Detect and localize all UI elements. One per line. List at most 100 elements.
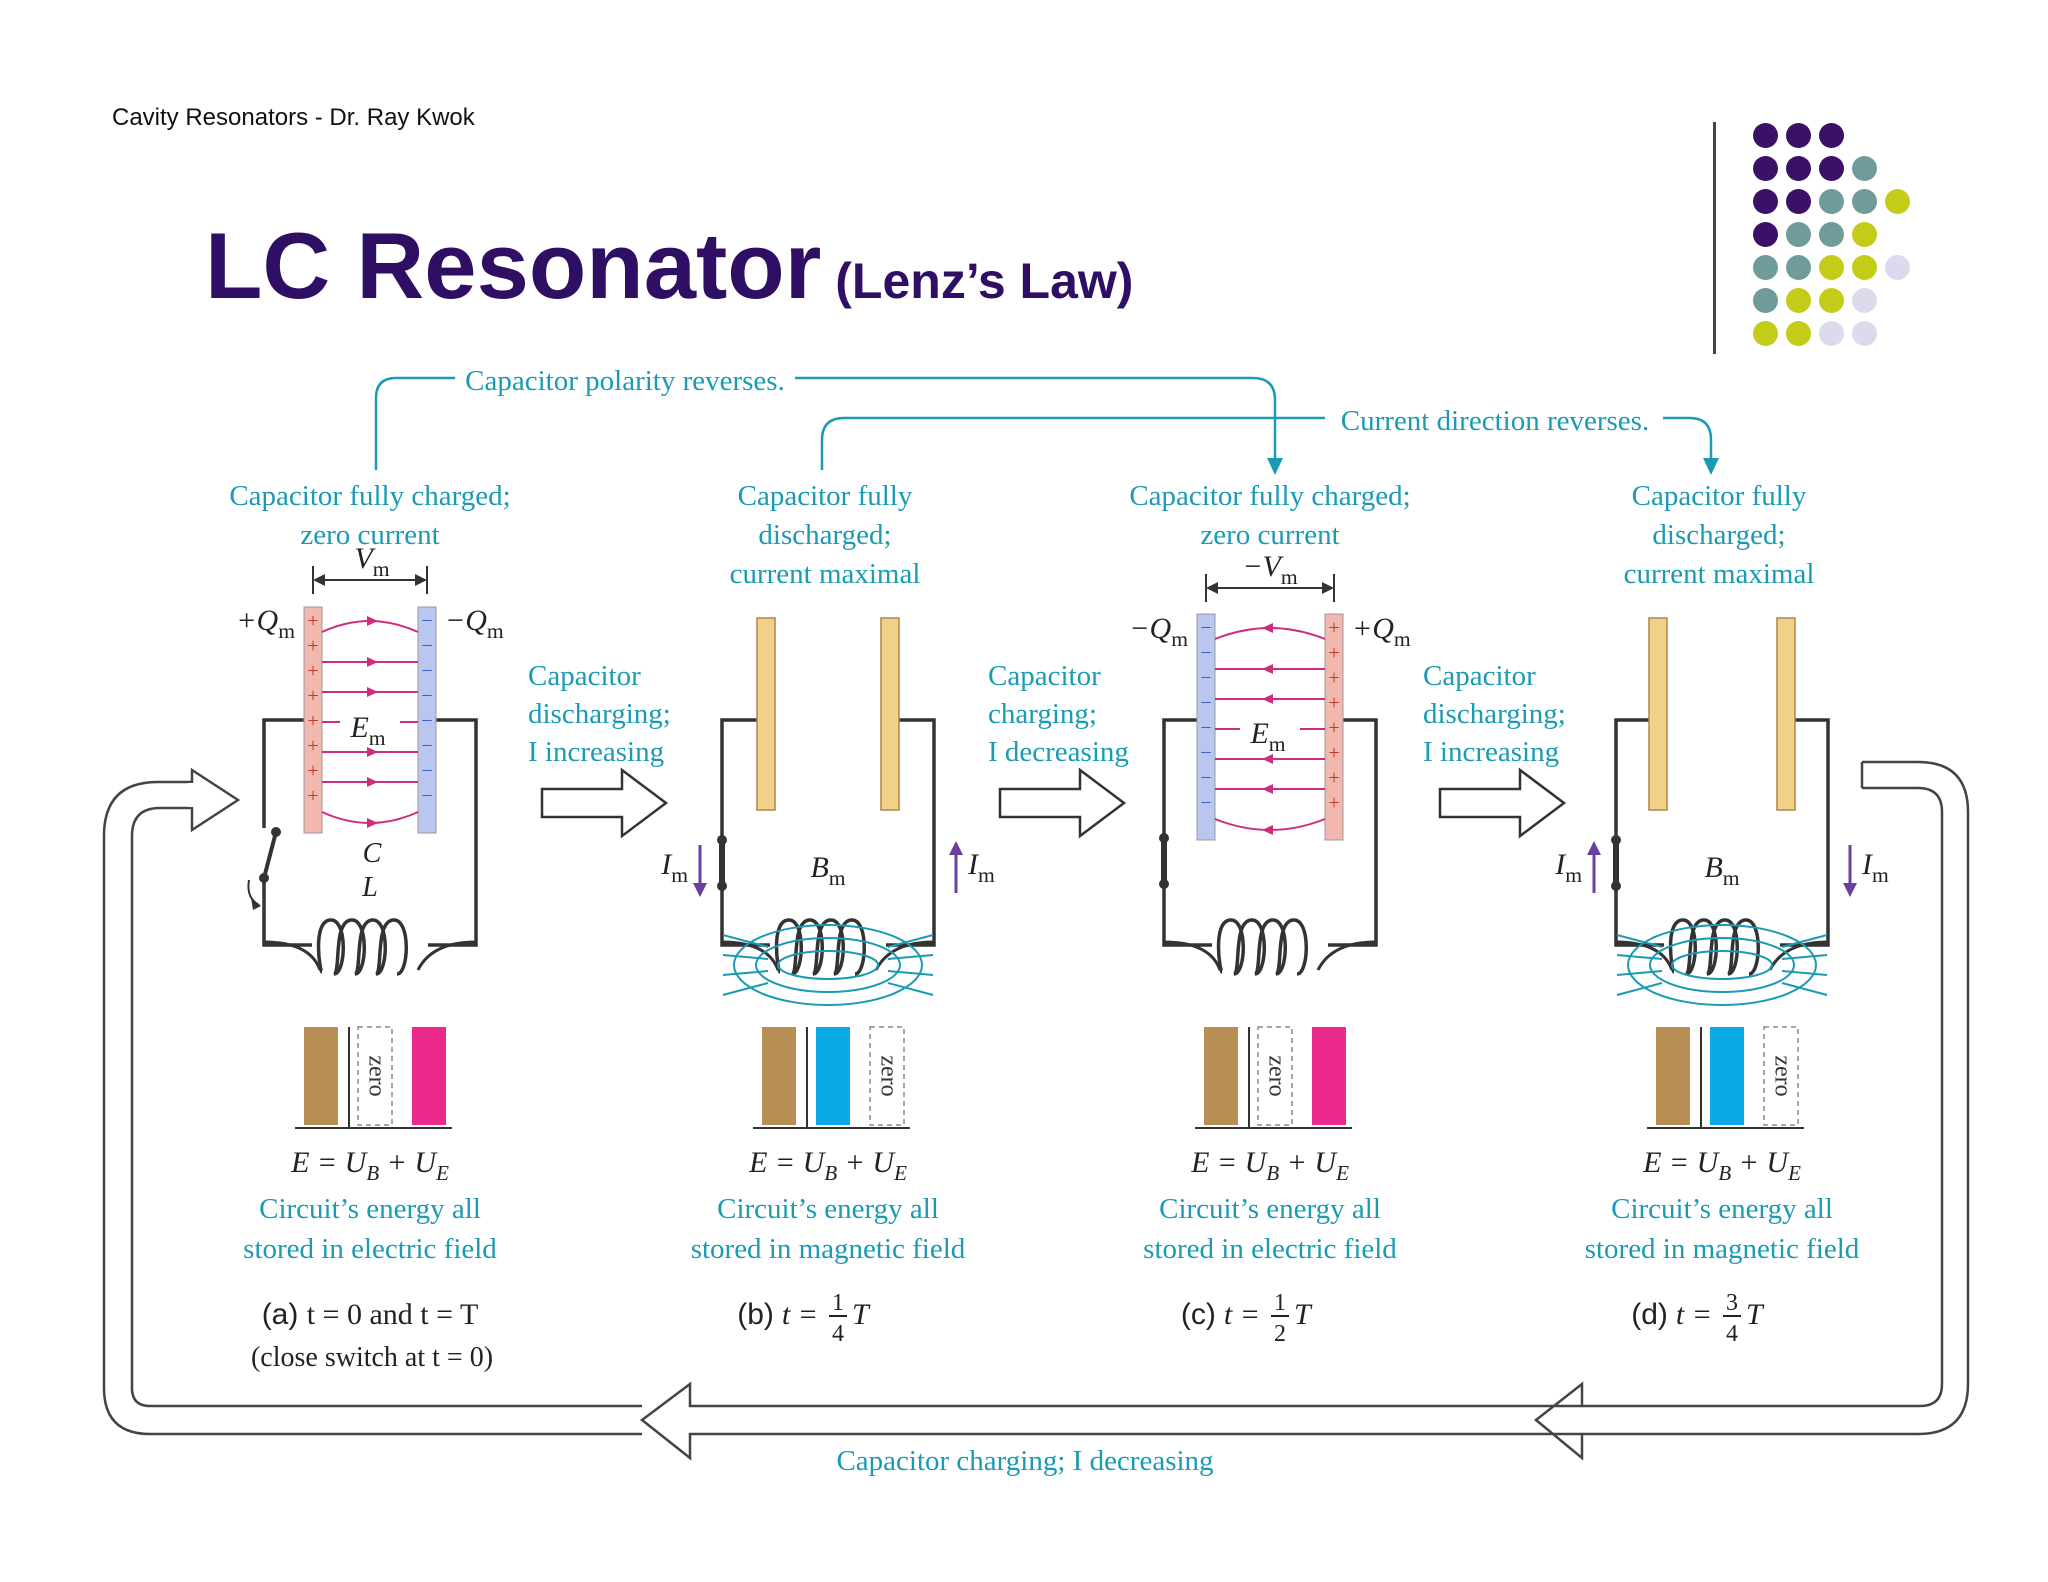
- loop-left-arrowhead: [190, 767, 241, 833]
- capacitor-plate-discharged: [880, 617, 900, 811]
- panel-c: Capacitor fully charged;zero current−+−+…: [1129, 480, 1411, 1347]
- transition-label: Capacitor: [1423, 660, 1536, 692]
- minus-sign: −: [421, 735, 432, 757]
- magnetic-field-line: [887, 934, 934, 948]
- magnetic-field-line: [733, 924, 923, 1006]
- magnetic-field-line: [887, 982, 934, 996]
- fraction-numerator: 3: [1726, 1290, 1738, 1316]
- equation-part: B: [1266, 1161, 1279, 1185]
- direction-arrowhead: [1703, 458, 1719, 475]
- switch-contact: [1611, 835, 1621, 845]
- decor-dot: [1852, 222, 1877, 247]
- equation-part: E = U: [1642, 1146, 1721, 1179]
- decor-dot: [1885, 255, 1910, 280]
- symbol-main: E: [1249, 717, 1268, 750]
- symbol-main: I: [967, 848, 980, 881]
- fraction-numerator: 1: [1274, 1290, 1286, 1316]
- symbol-main: +Q: [236, 604, 278, 637]
- bottom-flow-label: Capacitor charging; I decreasing: [836, 1445, 1213, 1477]
- switch-closed: [1161, 835, 1167, 885]
- energy-zero-label: zero: [1263, 1055, 1289, 1096]
- energy-bar-magnetic-zero: [357, 1026, 393, 1126]
- transition-label: charging;: [988, 698, 1097, 730]
- magnetic-field-line: [722, 934, 769, 948]
- minus-sign: −: [1200, 717, 1211, 739]
- loop-left-band: [102, 780, 642, 1436]
- label-mask: [340, 705, 400, 739]
- decor-dot: [1786, 156, 1811, 181]
- energy-bar-total: [762, 1027, 796, 1125]
- decor-dot: [1786, 222, 1811, 247]
- loop-joint-mask: [188, 783, 194, 807]
- symbol-main: V: [354, 542, 376, 575]
- inductor-coil: [316, 918, 408, 976]
- plus-sign: +: [307, 710, 318, 732]
- current-arrowhead-left: [1587, 841, 1601, 855]
- transition-label: discharging;: [528, 698, 671, 730]
- decor-dot: [1786, 189, 1811, 214]
- bm-label: Bm: [1704, 851, 1739, 890]
- equation-part: E: [1335, 1161, 1349, 1185]
- symbol-main: −Q: [445, 604, 487, 637]
- magnetic-field-line: [1616, 970, 1663, 976]
- field-arrowhead: [1262, 623, 1273, 633]
- loop-bottom-arrows: [639, 1381, 1584, 1461]
- fraction-tail: T: [1294, 1298, 1313, 1331]
- fraction-tail: T: [852, 1298, 871, 1331]
- symbol-main: −V: [1242, 550, 1284, 583]
- symbol-main: B: [1704, 851, 1722, 884]
- switch-motion-arrowhead: [251, 898, 261, 910]
- symbol-subscript: m: [1565, 863, 1582, 887]
- direction-label: Current direction reverses.: [1341, 405, 1649, 437]
- plus-sign: +: [307, 610, 318, 632]
- decor-dot: [1819, 156, 1844, 181]
- caption-letter: (d): [1631, 1298, 1668, 1331]
- magnetic-field-line: [777, 950, 879, 980]
- em-label: Em: [349, 711, 385, 750]
- energy-bar-total: [304, 1027, 338, 1125]
- fraction-denominator: 4: [1726, 1321, 1738, 1347]
- decor-dot: [1753, 321, 1778, 346]
- labels: Capacitor polarity reverses.Current dire…: [465, 365, 1649, 1477]
- symbol-subscript: m: [1281, 565, 1298, 589]
- field-arrowhead: [1262, 825, 1273, 835]
- symbol-subscript: m: [1171, 627, 1188, 651]
- inductor-coil: [774, 918, 866, 976]
- minus-sign: −: [421, 785, 432, 807]
- direction-bracket-left: [820, 416, 1325, 470]
- energy-zero-label: zero: [1769, 1055, 1795, 1096]
- capacitor-plate-positive: [303, 606, 323, 834]
- equation-part: E: [893, 1161, 907, 1185]
- symbol-main: +Q: [1352, 612, 1394, 645]
- title-main: LC Resonator: [205, 213, 822, 318]
- charge-label-left: +Qm: [236, 604, 295, 643]
- magnetic-field-line: [755, 937, 901, 993]
- magnetic-field-line: [1781, 970, 1828, 976]
- energy-description: Circuit’s energy all: [1611, 1193, 1833, 1225]
- em-label: Em: [1249, 717, 1285, 756]
- field-arrowhead: [1262, 694, 1273, 704]
- decor-dot: [1852, 189, 1877, 214]
- field-arrowhead: [367, 777, 378, 787]
- magnetic-field-line: [722, 954, 769, 960]
- equation-part: E = U: [1190, 1146, 1269, 1179]
- status-label: Capacitor fully charged;: [1129, 480, 1410, 512]
- energy-bar-total: [1204, 1027, 1238, 1125]
- minus-sign: −: [421, 760, 432, 782]
- coil-lead-left: [263, 940, 322, 971]
- caption-extra: (close switch at t = 0): [251, 1342, 493, 1373]
- minus-sign: −: [1200, 667, 1211, 689]
- symbol-subscript: m: [1723, 866, 1740, 890]
- decor-dot-grid: [1740, 118, 2048, 358]
- field-arrowhead: [1262, 784, 1273, 794]
- transition-label: I decreasing: [988, 736, 1129, 768]
- minus-sign: −: [1200, 692, 1211, 714]
- energy-zero-label: zero: [363, 1055, 389, 1096]
- current-arrowhead-left: [693, 883, 707, 897]
- minus-sign: −: [1200, 767, 1211, 789]
- decor-divider: [1713, 122, 1716, 354]
- voltage-label: Vm: [354, 542, 389, 581]
- magnetic-field-line: [887, 954, 934, 960]
